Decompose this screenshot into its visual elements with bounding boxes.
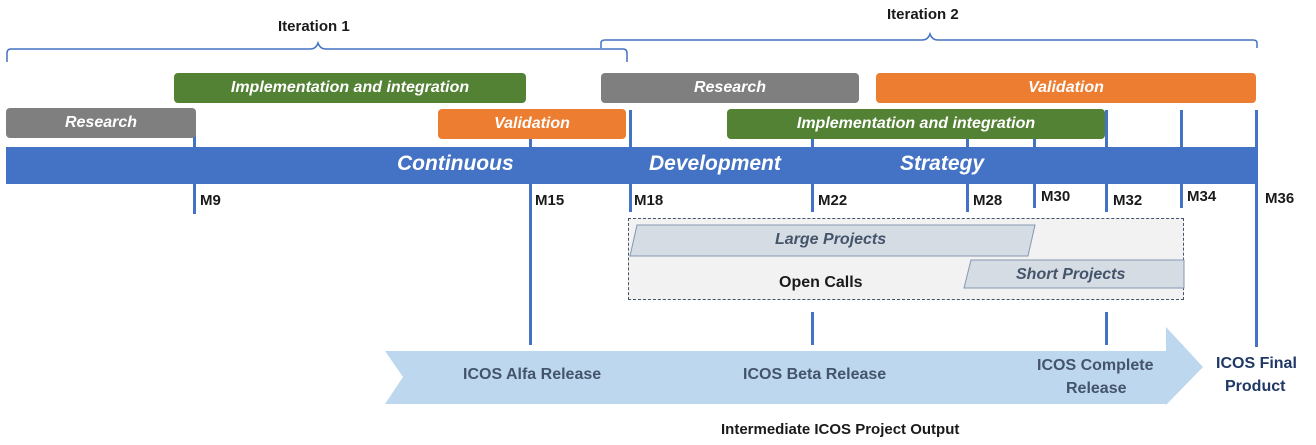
iteration-2-label: Iteration 2 <box>887 6 959 23</box>
milestone-label: M32 <box>1113 192 1143 209</box>
band-word-continuous: Continuous <box>397 152 514 175</box>
timeline-band <box>6 147 1258 184</box>
milestone-label: M28 <box>973 192 1003 209</box>
iteration-1-label: Iteration 1 <box>278 18 350 35</box>
milestone-label: M18 <box>634 192 664 209</box>
large-projects-shape <box>629 224 1036 257</box>
release-beta: ICOS Beta Release <box>743 366 887 383</box>
release-complete-line1: ICOS Complete <box>1037 357 1154 374</box>
milestone-line-m32-low <box>1105 312 1108 345</box>
phase-validation-iteration-1: Validation <box>438 109 626 139</box>
milestone-label: M9 <box>200 192 221 209</box>
phase-research-iteration-2: Research <box>601 73 859 103</box>
milestone-label: M36 <box>1265 190 1295 207</box>
milestone-label: M22 <box>818 192 848 209</box>
short-projects-label: Short Projects <box>1016 266 1126 283</box>
band-word-strategy: Strategy <box>900 152 985 175</box>
milestone-line-m36 <box>1255 110 1258 347</box>
final-product-line1: ICOS Final <box>1216 355 1297 372</box>
final-product-line2: Product <box>1225 378 1286 395</box>
release-alfa: ICOS Alfa Release <box>463 366 602 383</box>
release-complete-line2: Release <box>1066 380 1127 397</box>
release-arrow-shape <box>385 327 1203 405</box>
iteration-1-brace <box>6 40 628 62</box>
open-calls-label: Open Calls <box>779 274 863 291</box>
milestone-label: M15 <box>535 192 565 209</box>
milestone-label: M34 <box>1187 188 1217 205</box>
arrow-caption: Intermediate ICOS Project Output <box>721 421 960 438</box>
phase-implementation-iteration-2: Implementation and integration <box>727 109 1105 139</box>
large-projects-label: Large Projects <box>775 231 887 248</box>
phase-implementation-iteration-1: Implementation and integration <box>174 73 526 103</box>
short-projects-shape <box>963 259 1185 289</box>
band-word-development: Development <box>649 152 781 175</box>
iteration-braces <box>6 31 1258 62</box>
milestone-label: M30 <box>1041 188 1071 205</box>
milestone-line-m15 <box>529 137 532 345</box>
milestone-line-m22-low <box>811 312 814 345</box>
phase-research-iteration-1: Research <box>6 108 196 138</box>
phase-validation-iteration-2: Validation <box>876 73 1256 103</box>
iteration-2-brace <box>600 31 1258 48</box>
